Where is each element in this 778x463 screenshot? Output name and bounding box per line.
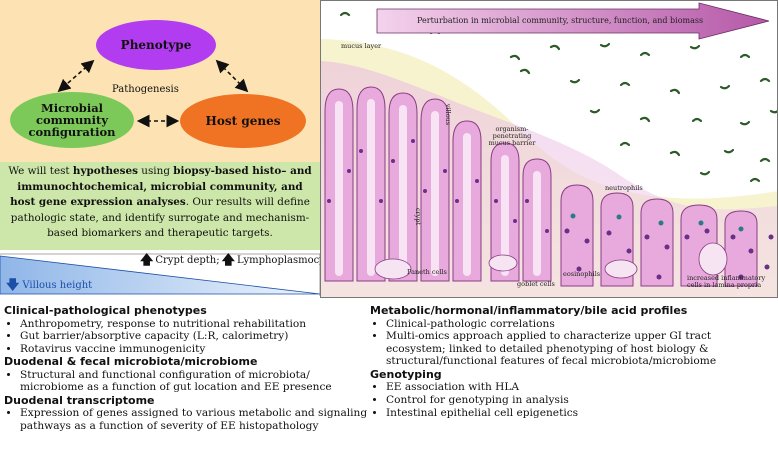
section-list: EE association with HLA Control for geno…: [370, 381, 772, 419]
list-item: Anthropometry, response to nutritional r…: [20, 318, 368, 331]
neutrophils-label: neutrophils: [605, 184, 643, 192]
hypothesis-text-2: using: [137, 165, 174, 177]
hypothesis-panel: We will test hypotheses using biopsy-bas…: [0, 162, 320, 250]
hypothesis-text-1: We will test: [8, 165, 73, 177]
list-item: Expression of genes assigned to various …: [20, 407, 368, 432]
phenotype-label: Phenotype: [120, 37, 192, 52]
microbial-node: Microbial community configuration: [10, 92, 134, 148]
crypt-label-group: 🡅 Crypt depth; 🡅 Lymphoplasmocytosis: [140, 254, 348, 267]
pathogenesis-diagram: Phenotype Microbial community configurat…: [0, 0, 320, 162]
hypothesis-text-3: . Our results will define pathologic sta…: [10, 196, 310, 239]
list-item: Intestinal epithelial cell epigenetics: [386, 407, 772, 420]
cells: [327, 139, 774, 280]
diagram-arrows: [57, 59, 249, 128]
section-title: Clinical-pathological phenotypes: [4, 304, 207, 317]
pathogenesis-label: Pathogenesis: [112, 84, 179, 95]
section-list: Structural and functional configuration …: [4, 369, 368, 394]
section-list: Clinical-pathologic correlations Multi-o…: [370, 318, 772, 368]
villous-label-group: 🡇 Villous height: [6, 279, 92, 292]
hypothesis-bold-1: hypotheses: [72, 165, 138, 177]
list-item: EE association with HLA: [386, 381, 772, 394]
arrow-phenotype-microbial: [57, 59, 95, 93]
hypothesis-bold-2: biopsy-based histo– and immunochtochemic…: [10, 165, 312, 208]
arrow-phenotype-host: [215, 59, 249, 93]
list-item: Structural and functional configuration …: [20, 369, 368, 394]
right-sections: Metabolic/hormonal/inflammatory/bile aci…: [370, 304, 772, 419]
list-item: Gut barrier/absorptive capacity (L:R, ca…: [20, 330, 368, 343]
crypt-depth-label: Crypt depth;: [155, 255, 220, 266]
villous-height-label: Villous height: [22, 280, 93, 291]
perturbation-arrow-label: Perturbation in microbial community, str…: [417, 16, 704, 25]
list-item: Control for genotyping in analysis: [386, 394, 772, 407]
microbial-label-3: configuration: [28, 125, 116, 140]
inflammatory-label-1: increased inflammatory: [687, 274, 766, 282]
up-arrow-icon: 🡅: [221, 253, 235, 268]
host-genes-label: Host genes: [205, 113, 281, 128]
mucus-layer-label: mucus layer: [341, 42, 382, 50]
section-title: Duodenal & fecal microbiota/microbiome: [4, 355, 258, 369]
section-title: Duodenal transcriptome: [4, 393, 155, 407]
gradient-bar: [0, 250, 320, 298]
microbial-label-2: community: [35, 112, 109, 127]
organism-label-1: organism-: [495, 125, 529, 133]
intestine-illustration: Perturbation in microbial community, str…: [320, 0, 778, 298]
bacteria: [339, 11, 777, 183]
phenotype-node: Phenotype: [96, 20, 216, 70]
microbial-label-1: Microbial: [40, 100, 104, 115]
list-item: Multi-omics approach applied to characte…: [386, 330, 772, 368]
crypt-label: crypt: [414, 207, 423, 226]
section-list: Expression of genes assigned to various …: [4, 407, 368, 432]
organism-label-2: penetrating: [492, 132, 532, 140]
list-item: Clinical-pathologic correlations: [386, 318, 772, 331]
list-item: Rotavirus vaccine immunogenicity: [20, 343, 368, 356]
section-list: Anthropometry, response to nutritional r…: [4, 318, 368, 356]
section-title: Metabolic/hormonal/inflammatory/bile aci…: [370, 304, 688, 317]
goblet-cells-label: goblet cells: [517, 280, 555, 288]
left-sections: Clinical-pathological phenotypes Anthrop…: [4, 304, 368, 433]
villous-label: villous: [444, 103, 453, 126]
section-title: Genotyping: [370, 367, 442, 381]
lymphoplasmocytosis-label: Lymphoplasmocytosis: [236, 255, 349, 266]
down-arrow-icon: 🡇: [6, 278, 20, 293]
host-genes-node: Host genes: [180, 94, 306, 148]
eosinophils-label: eosinophils: [563, 270, 601, 278]
inflammatory-cells-label: increased inflammatory cells in lamina p…: [687, 275, 765, 289]
organism-label-3: mucus barrier: [488, 139, 536, 147]
inflammatory-label-2: cells in lamina propria: [687, 281, 762, 289]
up-arrow-icon: 🡅: [140, 253, 154, 268]
organism-label: organism- penetrating mucus barrier: [487, 126, 537, 147]
paneth-cells-label: Paneth cells: [407, 268, 447, 276]
perturbation-arrow: [376, 2, 770, 40]
illustration-drawing: [321, 2, 777, 297]
villous-height-wedge: [0, 255, 320, 295]
